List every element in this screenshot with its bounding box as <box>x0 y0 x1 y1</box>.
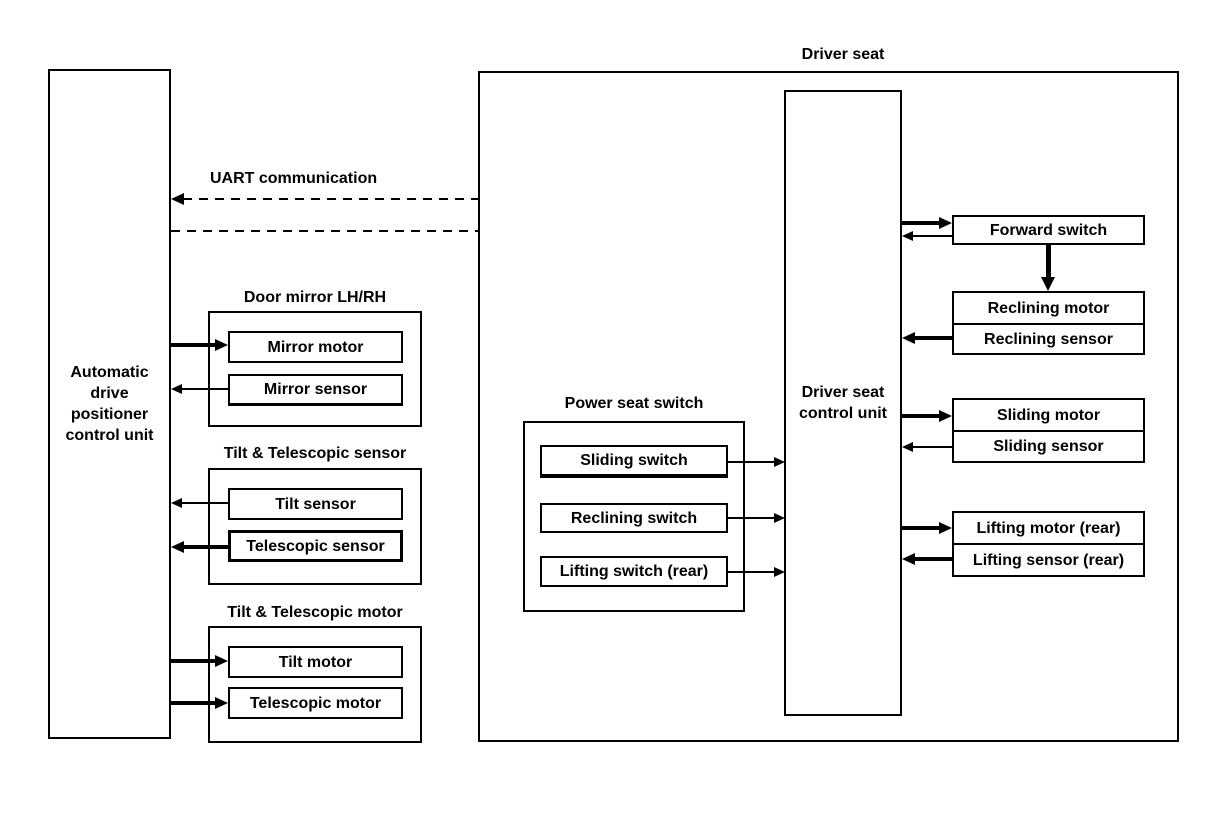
lifting-motor-rear-label: Lifting motor (rear) <box>976 519 1121 537</box>
reclining-motor-label: Reclining motor <box>987 299 1110 317</box>
sliding-switch-box: Sliding switch <box>540 445 728 478</box>
sliding-switch-label: Sliding switch <box>580 452 688 469</box>
telescopic-sensor-box: Telescopic sensor <box>228 530 403 562</box>
tilt-telescopic-sensor-title: Tilt & Telescopic sensor <box>223 445 407 462</box>
line <box>902 414 940 418</box>
tilt-telescopic-motor-title: Tilt & Telescopic motor <box>227 604 403 621</box>
mirror-motor-box: Mirror motor <box>228 331 403 363</box>
lifting-switch-rear-label: Lifting switch (rear) <box>559 563 709 580</box>
reclining-switch-box: Reclining switch <box>540 503 728 533</box>
line <box>914 336 952 340</box>
tilt-sensor-box: Tilt sensor <box>228 488 403 520</box>
arrowhead-right-icon <box>774 567 785 577</box>
uart-communication-label: UART communication <box>210 170 378 187</box>
mirror-sensor-box: Mirror sensor <box>228 374 403 406</box>
line <box>902 526 940 530</box>
line <box>728 517 774 519</box>
lifting-sensor-rear-box: Lifting sensor (rear) <box>952 543 1145 577</box>
power-seat-switch-title: Power seat switch <box>564 395 704 412</box>
sliding-sensor-box: Sliding sensor <box>952 430 1145 463</box>
arrowhead-left-icon <box>902 231 913 241</box>
arrowhead-left-icon <box>171 498 182 508</box>
automatic-drive-positioner-control-unit-label: Automatic drive positioner control unit <box>65 364 154 444</box>
telescopic-sensor-label: Telescopic sensor <box>246 537 385 555</box>
door-mirror-group-box <box>208 311 422 427</box>
arrowhead-right-icon <box>774 513 785 523</box>
tilt-telescopic-motor-group-box <box>208 626 422 743</box>
sliding-motor-box: Sliding motor <box>952 398 1145 432</box>
line <box>171 343 217 347</box>
arrowhead-left-icon <box>902 442 913 452</box>
reclining-sensor-box: Reclining sensor <box>952 323 1145 355</box>
automatic-drive-positioner-control-unit-box: Automatic drive positioner control unit <box>48 69 171 739</box>
telescopic-motor-box: Telescopic motor <box>228 687 403 719</box>
line <box>728 571 774 573</box>
line <box>913 235 952 237</box>
driver-seat-control-unit-box: Driver seat control unit <box>784 90 902 716</box>
arrowhead-left-icon <box>171 384 182 394</box>
line <box>913 446 952 448</box>
line <box>728 461 774 463</box>
sliding-motor-label: Sliding motor <box>996 406 1101 424</box>
line <box>182 388 228 390</box>
line <box>902 221 940 225</box>
arrowhead-right-icon <box>215 655 228 667</box>
arrowhead-right-icon <box>215 339 228 351</box>
arrowhead-right-icon <box>939 217 952 229</box>
line <box>914 557 952 561</box>
lifting-motor-rear-box: Lifting motor (rear) <box>952 511 1145 545</box>
arrowhead-right-icon <box>939 522 952 534</box>
lifting-switch-rear-box: Lifting switch (rear) <box>540 556 728 587</box>
reclining-switch-label: Reclining switch <box>570 509 698 527</box>
forward-switch-label: Forward switch <box>989 221 1108 239</box>
line <box>171 701 217 705</box>
uart-dashed-line-lower <box>171 230 773 232</box>
arrowhead-right-icon <box>939 410 952 422</box>
tilt-motor-label: Tilt motor <box>278 653 353 671</box>
line <box>182 502 228 504</box>
arrowhead-left-icon <box>171 541 184 553</box>
lifting-sensor-rear-label: Lifting sensor (rear) <box>972 551 1125 569</box>
mirror-sensor-label: Mirror sensor <box>263 381 368 398</box>
line <box>171 659 217 663</box>
forward-switch-box: Forward switch <box>952 215 1145 245</box>
arrowhead-left-icon <box>171 193 184 205</box>
sliding-sensor-label: Sliding sensor <box>993 438 1104 455</box>
line <box>183 545 228 549</box>
arrowhead-right-icon <box>215 697 228 709</box>
door-mirror-title: Door mirror LH/RH <box>243 289 387 306</box>
telescopic-motor-label: Telescopic motor <box>249 694 382 712</box>
driver-seat-title: Driver seat <box>801 46 885 63</box>
tilt-sensor-label: Tilt sensor <box>275 495 356 513</box>
driver-seat-control-unit-label: Driver seat control unit <box>799 384 887 422</box>
reclining-sensor-label: Reclining sensor <box>984 330 1113 348</box>
line <box>1046 245 1051 279</box>
arrowhead-right-icon <box>774 457 785 467</box>
arrowhead-left-icon <box>902 332 915 344</box>
tilt-motor-box: Tilt motor <box>228 646 403 678</box>
mirror-motor-label: Mirror motor <box>267 338 364 356</box>
tilt-telescopic-sensor-group-box <box>208 468 422 585</box>
reclining-motor-box: Reclining motor <box>952 291 1145 325</box>
arrowhead-left-icon <box>902 553 915 565</box>
arrowhead-down-icon <box>1041 277 1055 291</box>
